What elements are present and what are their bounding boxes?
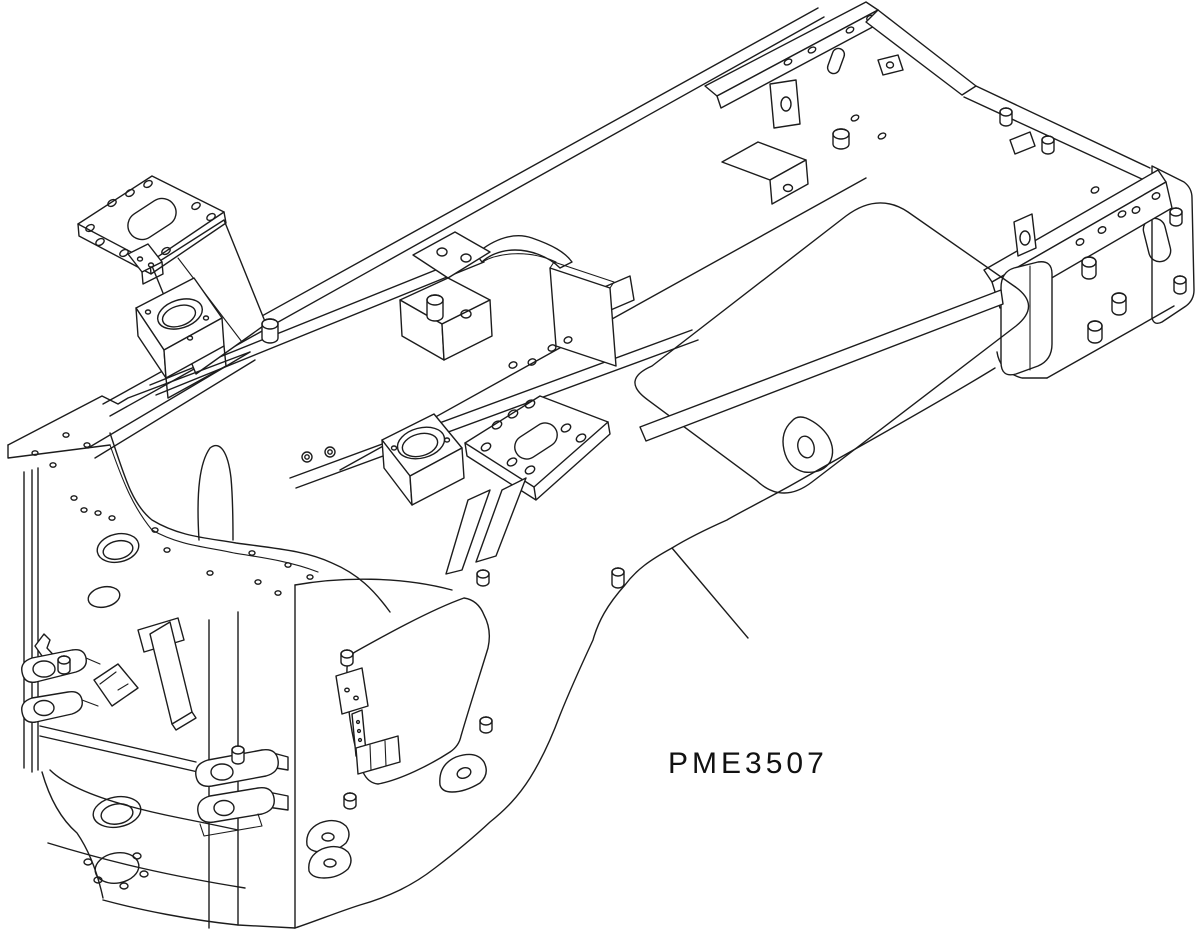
- annotation: PME3507: [668, 547, 828, 780]
- interior-opening: [634, 114, 1127, 494]
- side-plate: [208, 569, 493, 929]
- rear-cross-member: [704, 1, 977, 205]
- mid-mount-group: [381, 231, 635, 589]
- right-wall-edge: [963, 85, 1151, 181]
- articulation-hinges: [21, 617, 289, 837]
- frame-side-sweep: [294, 367, 996, 929]
- leader-line: [671, 547, 749, 639]
- front-deck: [7, 351, 391, 613]
- right-rail: [639, 289, 1004, 473]
- part-label: PME3507: [668, 747, 828, 780]
- teardrop-lug-right: [782, 416, 834, 473]
- rear-end-assembly: [983, 165, 1195, 379]
- mount-tower: [77, 175, 279, 399]
